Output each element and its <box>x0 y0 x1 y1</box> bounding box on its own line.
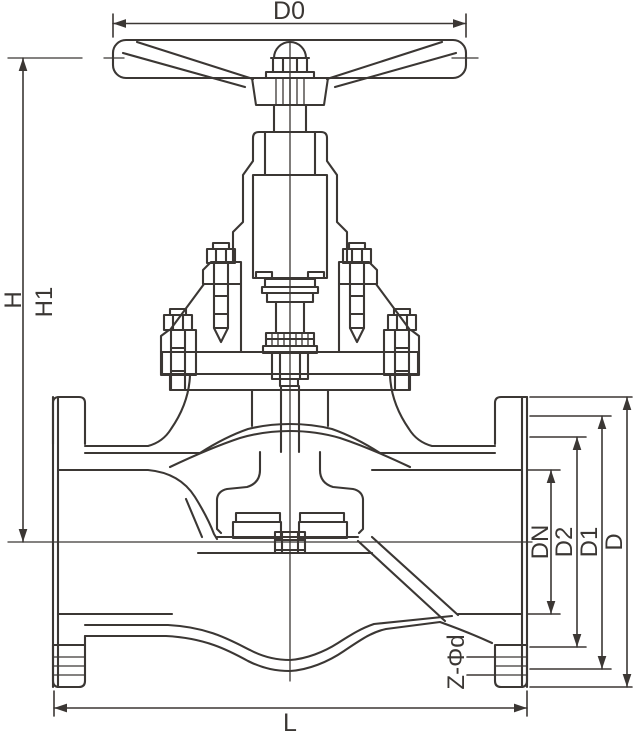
label-bolt-holes: Z-Φd <box>443 634 470 689</box>
body-dome-outer <box>83 422 497 455</box>
disc-nut <box>273 530 307 555</box>
gland-flange <box>260 277 320 304</box>
right-flange-top <box>493 395 529 446</box>
flange-bolt-hole-lines <box>52 656 528 676</box>
handwheel <box>111 38 468 107</box>
disc-and-seat <box>215 450 365 555</box>
valve-body <box>51 373 529 689</box>
dim-h: H H1 <box>0 57 58 543</box>
dim-l: L <box>53 690 528 733</box>
label-flange-diameter: D <box>601 533 628 550</box>
hub-splines <box>275 77 305 106</box>
label-nominal-bore: DN <box>527 525 554 560</box>
bolt-hole-callout: Z-Φd <box>443 634 495 690</box>
gland-bolt-left <box>205 241 237 344</box>
disc-right <box>318 450 365 535</box>
dim-d0: D0 <box>112 0 467 38</box>
bonnet-bolt-left <box>162 307 194 392</box>
stem-guide <box>231 130 349 264</box>
bonnet-bolt-right <box>386 307 418 392</box>
body-partition <box>356 535 460 623</box>
handwheel-hub <box>250 40 330 107</box>
right-flange-face <box>520 395 529 689</box>
left-flange-face <box>51 395 60 689</box>
dim-d1: D1 <box>529 415 612 670</box>
stem <box>272 103 308 454</box>
body-belly-outer <box>83 620 494 673</box>
gland-bolt-bracket-left <box>201 260 243 286</box>
label-raised-face-diameter: D2 <box>551 527 578 558</box>
gland-bolt-bracket-right <box>337 260 379 286</box>
label-height-h: H <box>0 291 27 308</box>
label-face-to-face: L <box>283 709 297 733</box>
left-flange-bottom <box>51 643 87 689</box>
gland-bolt-right <box>341 241 373 344</box>
body-dome-inner <box>168 429 412 469</box>
right-flange-bottom <box>493 643 529 689</box>
handwheel-spokes <box>121 40 458 89</box>
dim-d2: D2 <box>529 436 587 648</box>
dim-d: D <box>529 396 633 688</box>
centerlines <box>7 41 533 682</box>
label-handwheel-diameter: D0 <box>273 0 305 25</box>
left-flange-top <box>51 395 87 446</box>
label-bolt-circle-diameter: D1 <box>576 527 603 558</box>
body-belly-inner <box>83 614 454 662</box>
disc-left <box>215 450 262 535</box>
dim-dn: DN <box>527 469 561 615</box>
label-height-h1: H1 <box>31 287 58 318</box>
